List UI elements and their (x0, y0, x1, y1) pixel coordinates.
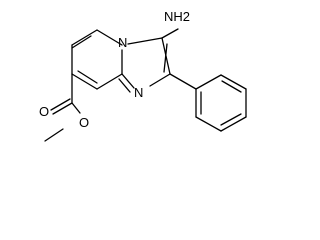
bond (96, 29, 123, 46)
molecule-structure: NH2 N N O O (39, 9, 247, 142)
bond (169, 73, 197, 90)
atom-label-bridge-nitrogen: N (118, 35, 127, 50)
bond (127, 37, 163, 45)
bond (96, 73, 123, 90)
atom-label-carbonyl-oxygen: O (39, 104, 49, 119)
imidazole-ring (118, 37, 171, 93)
bond (77, 70, 98, 84)
bond (195, 116, 222, 132)
bond (71, 73, 98, 90)
atom-label-ring-nitrogen: N (134, 85, 143, 100)
bond (121, 73, 135, 89)
pyridine-ring (71, 29, 123, 90)
bond-amino (161, 28, 179, 39)
methyl-ester (44, 73, 81, 142)
atom-label-amino: NH2 (164, 9, 190, 24)
phenyl-ring (169, 73, 247, 132)
bond (71, 102, 81, 114)
bond (220, 74, 247, 90)
bond (163, 43, 168, 73)
atom-label-ester-oxygen: O (79, 115, 89, 130)
bond (71, 29, 98, 46)
bond (50, 98, 71, 111)
bond (149, 73, 171, 87)
bond (118, 78, 131, 93)
bond (220, 113, 242, 126)
bond (195, 74, 222, 90)
bond (220, 116, 247, 132)
bond (221, 80, 242, 93)
bond (71, 35, 92, 49)
bond (52, 102, 73, 115)
bond (44, 128, 64, 142)
